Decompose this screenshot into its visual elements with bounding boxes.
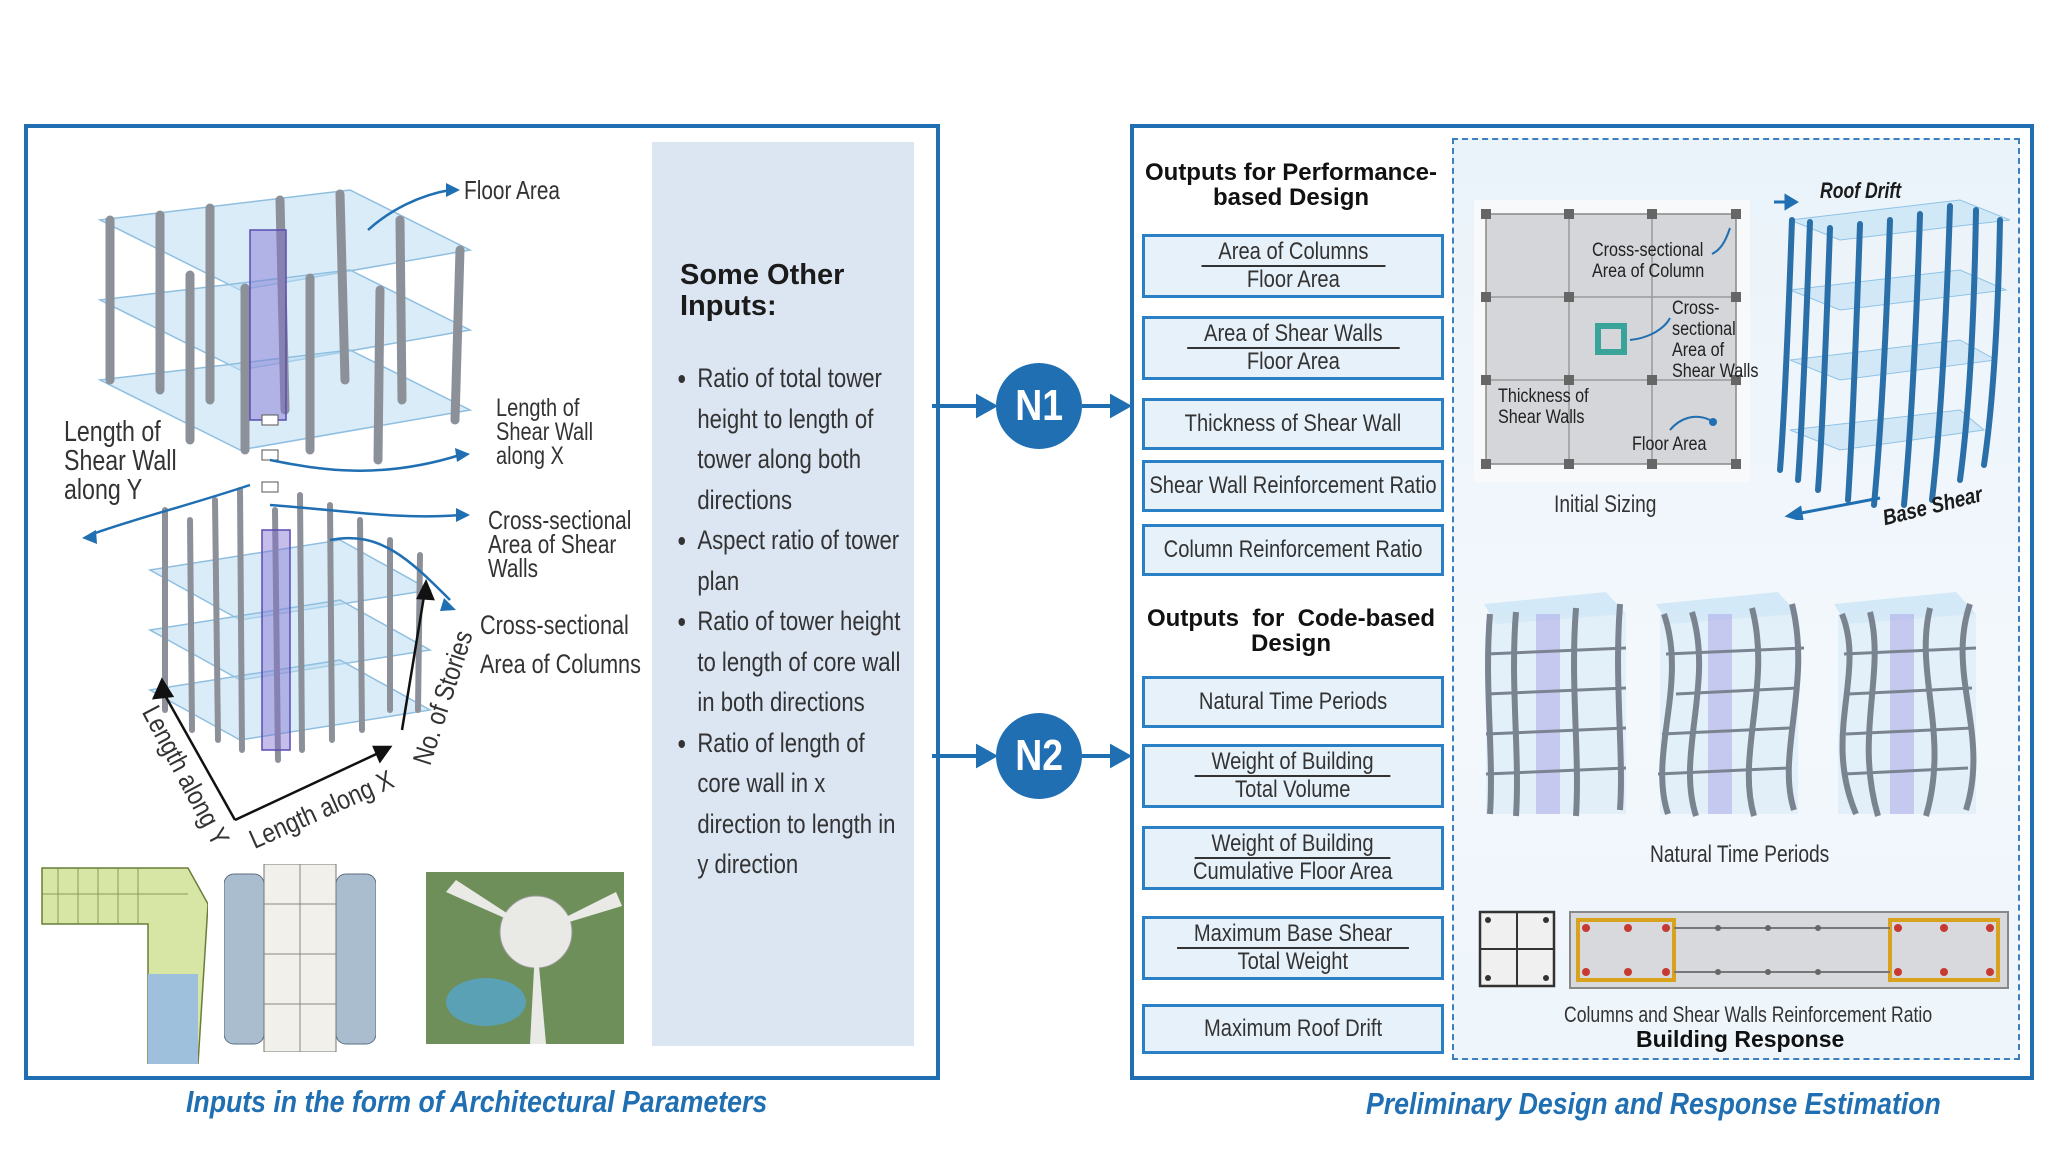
- core-wall-lower: [261, 529, 291, 751]
- marker-plate-2: [261, 449, 279, 461]
- other-inputs-title: Some Other Inputs:: [680, 259, 845, 322]
- floor-plan-twin-tower-image: [224, 864, 376, 1052]
- output-shear-wall-reinforcement: Shear Wall Reinforcement Ratio: [1142, 460, 1444, 512]
- mode-shapes-illustration: [1484, 592, 1977, 817]
- list-item: Ratio of total tower height to length of…: [697, 358, 910, 520]
- mode-shape-3: [1834, 592, 1977, 817]
- output-column-reinforcement: Column Reinforcement Ratio: [1142, 524, 1444, 576]
- other-inputs-list: Ratio of total tower height to length of…: [676, 358, 911, 885]
- core-wall-upper: [249, 229, 287, 421]
- output-natural-time-periods: Natural Time Periods: [1142, 676, 1444, 728]
- reinforcement-caption: Columns and Shear Walls Reinforcement Ra…: [1564, 1002, 1933, 1027]
- thickness-label: Thickness of Shear Walls: [1498, 386, 1589, 428]
- initial-sizing-plan: [1481, 209, 1741, 469]
- cs-shear-walls-label: Cross- sectional Area of Shear Walls: [1672, 298, 1759, 382]
- roof-drift-label: Roof Drift: [1820, 178, 1902, 203]
- site-plan-image: [426, 872, 624, 1044]
- length-shear-wall-x-label: Length of Shear Wall along X: [496, 394, 594, 470]
- list-item: Aspect ratio of tower plan: [697, 520, 910, 601]
- list-item: Ratio of tower height to length of core …: [697, 601, 910, 723]
- natural-periods-caption: Natural Time Periods: [1650, 841, 1830, 868]
- n1-node: N1: [996, 363, 1082, 449]
- leader-arrowheads: [82, 183, 470, 611]
- marker-plate-3: [261, 481, 279, 493]
- reinforcement-sections: [1478, 910, 2009, 989]
- lower-columns: [162, 487, 423, 763]
- initial-sizing-caption: Initial Sizing: [1554, 491, 1657, 518]
- output-max-roof-drift: Maximum Roof Drift: [1142, 1004, 1444, 1054]
- building-3d-illustration: [82, 183, 473, 822]
- inputs-caption: Inputs in the form of Architectural Para…: [186, 1084, 768, 1119]
- length-shear-wall-y-label: Length of Shear Wall along Y: [64, 416, 177, 506]
- outputs-caption: Preliminary Design and Response Estimati…: [1366, 1086, 1941, 1121]
- code-heading: Outputs for Code-based Design: [1147, 605, 1435, 657]
- cross-sectional-shear-walls-label: Cross-sectional Area of Shear Walls: [488, 505, 632, 583]
- other-inputs-panel: [652, 142, 914, 1046]
- roof-drift-tower: [1774, 193, 2010, 520]
- output-thickness-shear-wall: Thickness of Shear Wall: [1142, 398, 1444, 450]
- mode-shape-2: [1656, 592, 1805, 817]
- marker-plate-1: [261, 414, 279, 426]
- cs-column-label: Cross-sectional Area of Column: [1592, 240, 1705, 282]
- node-connectors: [932, 393, 1132, 769]
- performance-heading: Outputs for Performance- based Design: [1144, 159, 1438, 211]
- floor-plan-l-shape-image: [41, 867, 208, 1064]
- cross-sectional-columns-label: Cross-sectional Area of Columns: [480, 610, 641, 679]
- floor-area-plan-label: Floor Area: [1632, 434, 1707, 455]
- floor-area-label: Floor Area: [464, 175, 560, 205]
- n2-node: N2: [996, 713, 1082, 799]
- list-item: Ratio of length of core wall in x direct…: [697, 723, 910, 885]
- upper-columns: [105, 189, 465, 465]
- dimension-arrows: [151, 578, 435, 822]
- leader-arrows: [89, 188, 461, 601]
- building-response-title: Building Response: [1636, 1026, 1845, 1052]
- mode-shape-1: [1484, 592, 1627, 817]
